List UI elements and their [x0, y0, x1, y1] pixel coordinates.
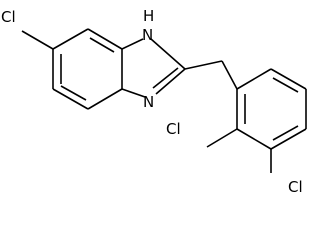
bond-c7a-c7 — [87, 88, 123, 110]
bond-n-c7a — [121, 88, 146, 98]
bond-c3a-nh — [121, 38, 144, 50]
chemical-structure: Cl H N N Cl Cl — [1, 7, 307, 196]
bond-c5-c4 — [52, 28, 89, 50]
inner-bond-c5prime-c6prime — [272, 77, 299, 93]
bond-c7-c6 — [52, 88, 89, 110]
bond-nh-c2 — [150, 38, 186, 70]
inner-bond-c3prime-c4prime — [272, 125, 299, 141]
inner-bond-c4-c3a — [89, 37, 115, 53]
bond-c4-c3a — [87, 28, 123, 50]
nitrogen-label-nh: N — [142, 26, 153, 44]
inner-bond-c7-c6 — [60, 85, 87, 101]
bond-c5prime-c6prime — [270, 68, 307, 90]
atom-labels: Cl H N N Cl Cl — [1, 7, 303, 196]
bond-c2prime-c3prime — [236, 128, 272, 150]
bond-c6prime-c1prime — [236, 68, 272, 90]
chlorine-label-ortho: Cl — [166, 120, 181, 138]
bond-c2-n — [155, 68, 186, 95]
chlorine-label-benzimidazole: Cl — [1, 8, 16, 26]
bond-c2-n-inner — [152, 67, 179, 89]
bond-cl-c5 — [21, 30, 54, 50]
bond-c3prime-c4prime — [270, 128, 307, 150]
bond-c2prime-cl — [206, 128, 238, 148]
bond-c2-ch2 — [184, 60, 223, 70]
chlorine-label-para: Cl — [288, 178, 303, 196]
bonds — [21, 28, 307, 173]
hydrogen-label: H — [143, 7, 154, 25]
nitrogen-label: N — [143, 93, 154, 111]
bond-ch2-c1prime — [221, 60, 238, 90]
